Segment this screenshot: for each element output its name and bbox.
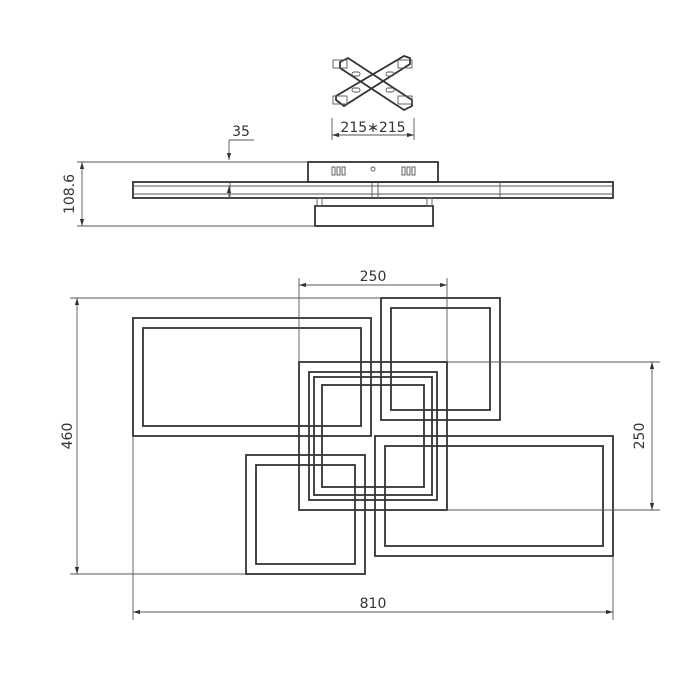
width-label: 810 (360, 596, 387, 612)
plan-view (132, 297, 614, 575)
side-elevation (132, 161, 614, 227)
bracket-size-label: 215∗215 (340, 120, 405, 136)
depth-dimension: 460 (60, 297, 381, 575)
module-height-dimension: 250 (447, 361, 660, 511)
module-height-label: 250 (632, 423, 648, 450)
module-width-dimension: 250 (298, 269, 448, 362)
offset-dimension: 35 (226, 124, 254, 198)
mounting-bracket-cross (332, 55, 413, 112)
bracket-dimension: 215∗215 (331, 118, 415, 140)
frame-top-right (380, 297, 501, 421)
offset-label: 35 (232, 124, 250, 140)
frame-bottom-right (374, 435, 614, 557)
height-dimension: 108.6 (62, 161, 315, 227)
depth-label: 460 (60, 423, 76, 450)
width-dimension: 810 (132, 436, 614, 620)
module-width-label: 250 (360, 269, 387, 285)
frame-bottom-left (245, 454, 366, 575)
height-label: 108.6 (62, 174, 78, 214)
